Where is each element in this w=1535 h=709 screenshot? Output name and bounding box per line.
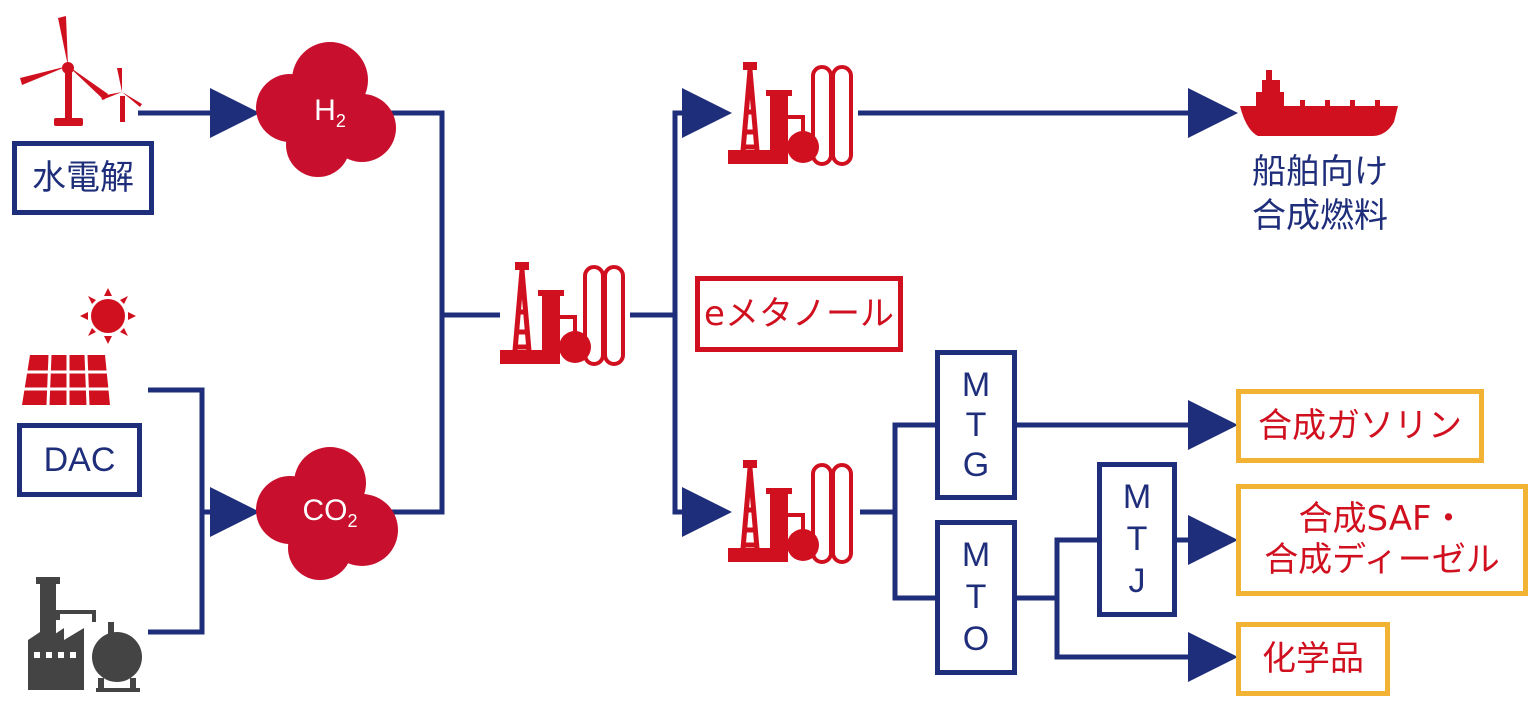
mto-letter-o: O bbox=[962, 619, 990, 658]
chemicals-label: 化学品 bbox=[1262, 638, 1364, 679]
solar-panel-icon bbox=[22, 354, 110, 406]
mtg-letter-g: G bbox=[962, 445, 990, 484]
e-methanol-label: eメタノール bbox=[704, 293, 894, 334]
ship-caption-line2: 合成燃料 bbox=[1252, 196, 1388, 237]
dac-label: DAC bbox=[43, 440, 116, 479]
saf-label-line2: 合成ディーゼル bbox=[1264, 540, 1500, 580]
sun-icon bbox=[80, 288, 136, 344]
line-to-mtj bbox=[1015, 537, 1100, 601]
arrow-to-chemicals bbox=[1054, 598, 1238, 682]
mtj-letter-m: M bbox=[1122, 478, 1152, 517]
e-methanol-box: eメタノール bbox=[695, 276, 903, 352]
co2-subscript: 2 bbox=[347, 511, 358, 531]
h2-cloud-icon bbox=[256, 42, 396, 177]
electrolysis-label: 水電解 bbox=[32, 157, 134, 198]
mto-letter-t: T bbox=[965, 577, 987, 616]
wind-turbine-icon bbox=[20, 16, 142, 126]
mtj-box: M T J bbox=[1097, 462, 1177, 617]
co2-base: CO bbox=[302, 494, 348, 527]
line-to-mtg bbox=[860, 422, 940, 515]
connector-lines bbox=[138, 88, 1238, 682]
mtg-box: M T G bbox=[935, 350, 1017, 500]
ship-fuel-caption: 船舶向け 合成燃料 bbox=[1225, 150, 1415, 238]
plant-icon-top bbox=[728, 62, 851, 164]
plant-icon-center bbox=[500, 262, 623, 364]
mtj-letter-j: J bbox=[1128, 561, 1146, 600]
plant-icon-bottom bbox=[728, 460, 851, 562]
saf-label-line1: 合成SAF・ bbox=[1298, 499, 1466, 540]
dac-box: DAC bbox=[17, 423, 142, 497]
line-h2-co2-merge bbox=[390, 110, 445, 515]
h2-label: H2 bbox=[295, 94, 365, 132]
electrolysis-box: 水電解 bbox=[12, 141, 154, 215]
mtg-letter-t: T bbox=[965, 405, 987, 444]
arrow-dac-to-co2 bbox=[148, 387, 260, 537]
line-factory-to-co2 bbox=[148, 512, 205, 635]
h2-base: H bbox=[314, 94, 336, 127]
saf-diesel-box: 合成SAF・ 合成ディーゼル bbox=[1236, 484, 1528, 596]
mto-box: M T O bbox=[935, 520, 1017, 675]
factory-icon bbox=[28, 577, 142, 692]
ship-caption-line1: 船舶向け bbox=[1252, 152, 1388, 192]
mtj-letter-t: T bbox=[1126, 519, 1148, 558]
line-to-mto bbox=[892, 512, 940, 601]
mtg-letter-m: M bbox=[961, 365, 991, 404]
h2-subscript: 2 bbox=[335, 111, 346, 131]
co2-label: CO2 bbox=[280, 494, 380, 532]
co2-cloud-icon bbox=[256, 447, 398, 580]
synthetic-gasoline-label: 合成ガソリン bbox=[1258, 405, 1462, 446]
chemicals-box: 化学品 bbox=[1236, 622, 1390, 696]
mto-letter-m: M bbox=[961, 536, 991, 575]
synthetic-gasoline-box: 合成ガソリン bbox=[1236, 389, 1484, 463]
ship-icon bbox=[1240, 70, 1398, 136]
